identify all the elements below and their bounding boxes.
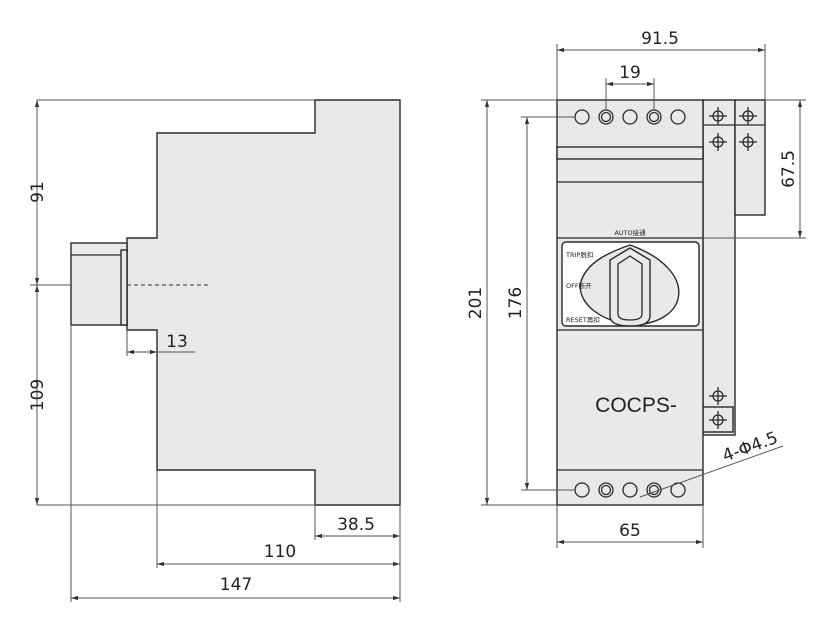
dim-65: 65	[619, 521, 641, 541]
rail-bracket	[734, 99, 766, 216]
front-view: AUTO接通 TRIP脱扣 OFF断开 RESET再扣 COCPS- 91.5 …	[466, 29, 806, 548]
dim-13: 13	[166, 332, 188, 352]
dim-176: 176	[506, 287, 526, 319]
dim-91-5: 91.5	[641, 29, 679, 49]
model-label: COCPS-	[595, 394, 677, 417]
dim-38-5: 38.5	[337, 515, 375, 535]
dim-201: 201	[466, 287, 486, 319]
dial-label-off: OFF断开	[566, 281, 592, 290]
dim-67-5: 67.5	[779, 150, 799, 188]
mounting-hole-icons	[709, 107, 757, 429]
dial-label-auto: AUTO接通	[614, 228, 646, 237]
side-view: 91 109 13 38.5 110 147	[28, 99, 401, 602]
dial-label-reset: RESET再扣	[566, 315, 600, 324]
knob-plate	[120, 249, 128, 326]
dim-110: 110	[264, 542, 296, 562]
dim-19: 19	[619, 63, 641, 83]
dial-label-trip: TRIP脱扣	[565, 250, 593, 259]
knob-side	[70, 242, 128, 326]
hole-leader	[639, 445, 784, 498]
din-rail-column	[702, 99, 736, 436]
side-body	[126, 99, 401, 506]
dim-109: 109	[28, 379, 48, 411]
dim-147: 147	[220, 575, 252, 595]
dim-91: 91	[28, 181, 48, 203]
